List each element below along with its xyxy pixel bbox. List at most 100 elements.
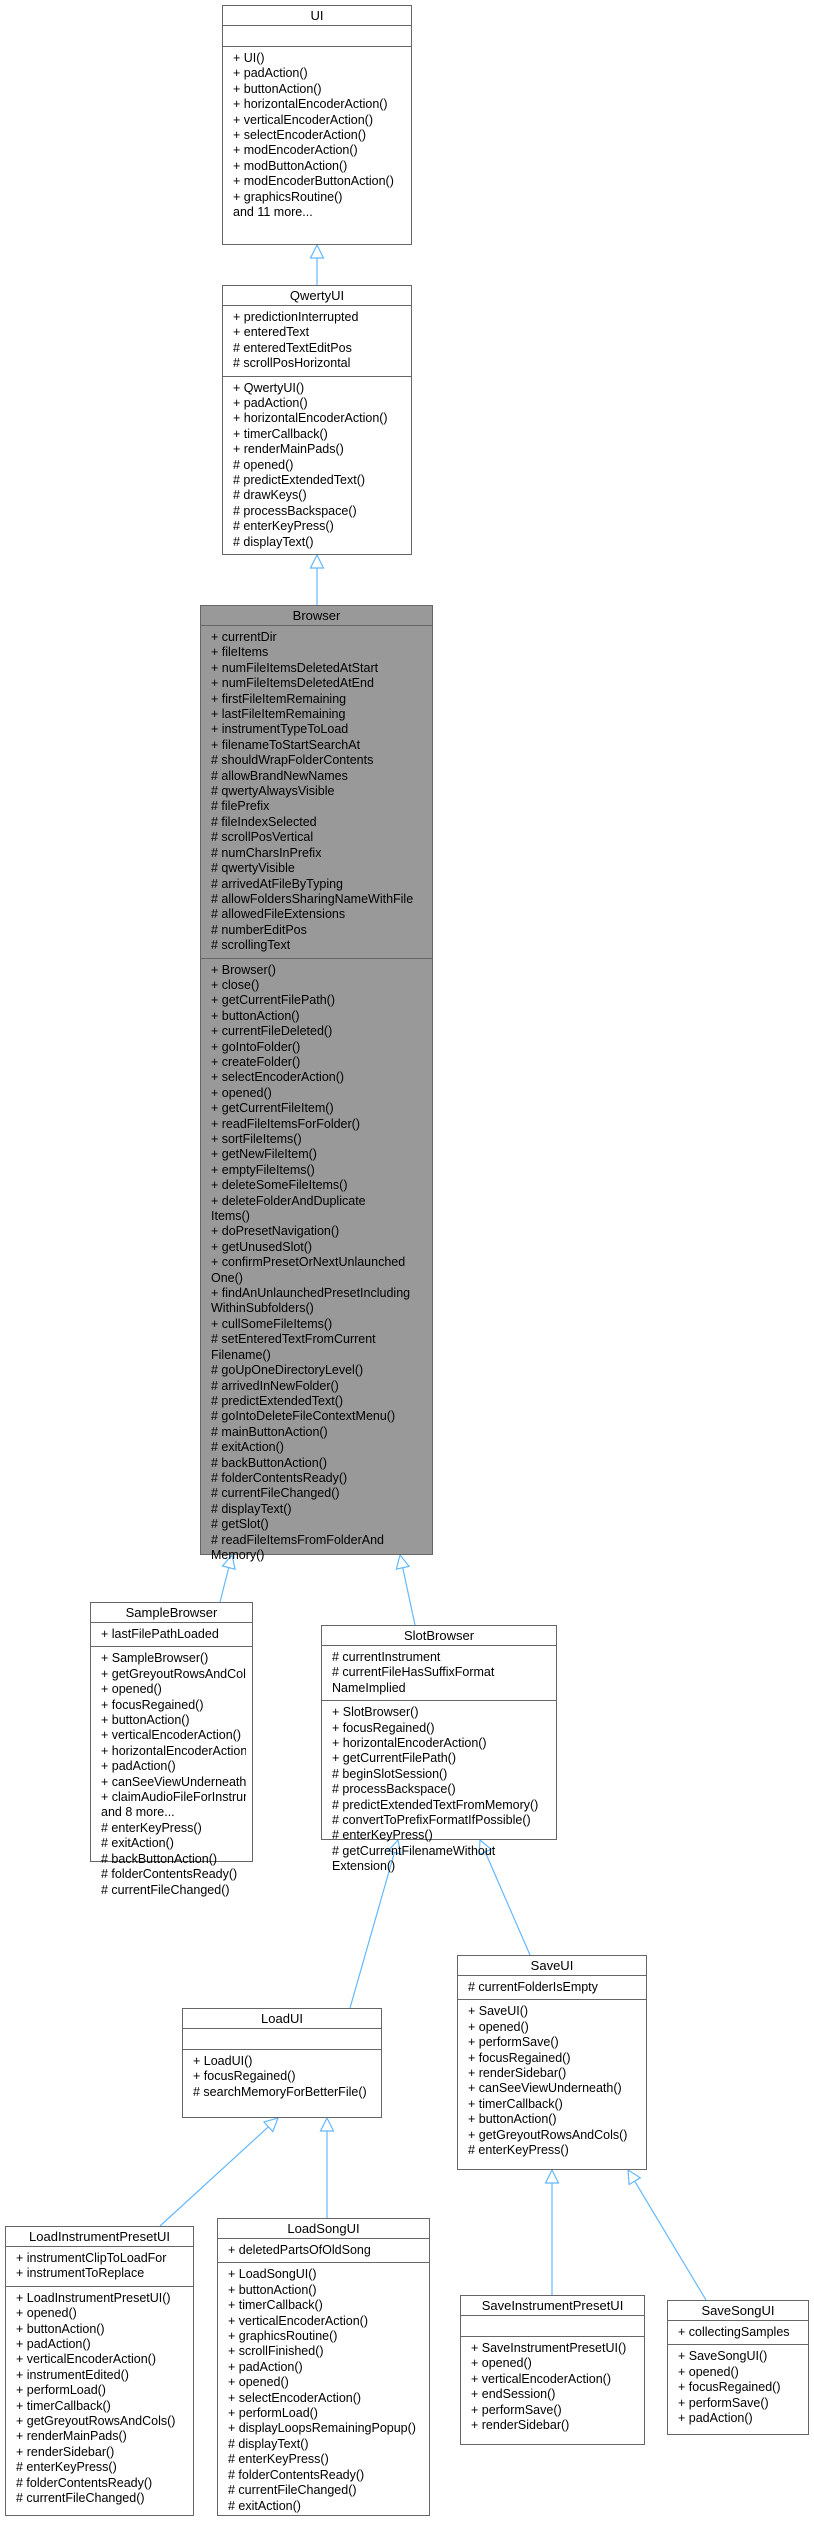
attribute: # scrollPosVertical: [211, 830, 314, 845]
attribute: + predictionInterrupted: [233, 310, 359, 324]
attribute: + enteredText: [233, 325, 310, 340]
operation: + displayLoopsRemainingPopup(): [228, 2421, 416, 2436]
class-box-load-song-ui[interactable]: LoadSongUI+ deletedPartsOfOldSong+ LoadS…: [217, 2218, 430, 2516]
attributes-section: # currentInstrument# currentFileHasSuffi…: [322, 1646, 556, 1700]
class-box-save-instrument-preset-ui[interactable]: SaveInstrumentPresetUI+ SaveInstrumentPr…: [460, 2295, 645, 2445]
operation: + padAction(): [101, 1759, 176, 1774]
attribute: + fileItems: [211, 645, 269, 660]
operation: + goIntoFolder(): [211, 1039, 301, 1054]
operation: + claimAudioFileForInstrument(): [101, 1790, 246, 1805]
inheritance-edge-load-ui-to-slot-browser: [349, 1852, 396, 2009]
operation: # arrivedInNewFolder(): [211, 1378, 339, 1393]
operation: # enterKeyPress(): [233, 519, 334, 534]
operation: + SlotBrowser(): [332, 1705, 419, 1720]
class-box-qwerty-ui[interactable]: QwertyUI+ predictionInterrupted+ entered…: [222, 285, 412, 555]
operation: + SaveInstrumentPresetUI(): [471, 2341, 627, 2355]
class-box-load-instrument-preset-ui[interactable]: LoadInstrumentPresetUI+ instrumentClipTo…: [5, 2226, 194, 2516]
class-box-save-ui[interactable]: SaveUI# currentFolderIsEmpty+ SaveUI()+ …: [457, 1955, 647, 2170]
inheritance-edge-sample-browser-to-browser: [219, 1567, 230, 1603]
operation: + focusRegained(): [101, 1697, 204, 1712]
class-name: SaveUI: [458, 1956, 646, 1976]
class-box-save-song-ui[interactable]: SaveSongUI + collectingSamples + SaveSongU…: [667, 2300, 809, 2435]
operation: + renderMainPads(): [233, 442, 344, 457]
class-box-sample-browser[interactable]: SampleBrowser+ lastFilePathLoaded+ Sampl…: [90, 1602, 253, 1897]
operation: + padAction(): [678, 2411, 753, 2426]
operation: # predictExtendedText(): [233, 473, 366, 488]
operation: + opened(): [468, 2019, 529, 2034]
operation: + getCurrentFilePath(): [332, 1751, 457, 1766]
operation: + doPresetNavigation(): [211, 1224, 340, 1239]
operation: + SaveUI(): [468, 2004, 529, 2019]
operation: + canSeeViewUnderneath(): [101, 1774, 246, 1789]
operation: # getCurrentFilenameWithout: [332, 1843, 496, 1858]
attributes-section: + collectingSamples: [668, 2321, 808, 2344]
operation: + renderSidebar(): [471, 2418, 570, 2433]
class-name: SlotBrowser: [322, 1626, 556, 1646]
attributes-section: [183, 2029, 381, 2049]
attribute: # currentInstrument: [332, 1650, 441, 1664]
operation: + opened(): [678, 2364, 739, 2379]
operation: + instrumentEdited(): [16, 2367, 129, 2382]
operation: # currentFileChanged(): [16, 2491, 145, 2506]
operation: Memory(): [211, 1547, 265, 1562]
operation: # convertToPrefixFormatIfPossible(): [332, 1813, 531, 1828]
class-box-slot-browser[interactable]: SlotBrowser# currentInstrument# currentF…: [321, 1625, 557, 1873]
operation: + opened(): [211, 1085, 272, 1100]
class-box-ui[interactable]: UI+ UI()+ padAction()+ buttonAction()+ h…: [222, 5, 412, 245]
operation: + sortFileItems(): [211, 1132, 302, 1146]
attribute: # qwertyVisible: [211, 861, 295, 876]
operations-section: + LoadUI()+ focusRegained()# searchMemor…: [183, 2049, 381, 2104]
operation: + selectEncoderAction(): [233, 128, 367, 143]
class-name: LoadUI: [183, 2009, 381, 2029]
attribute: + collectingSamples: [678, 2325, 790, 2339]
operation: + UI(): [233, 51, 265, 65]
operation: + buttonAction(): [233, 81, 322, 96]
class-box-browser: Browser+ currentDir+ fileItems+ numFileI…: [200, 605, 433, 1562]
operation: + getUnusedSlot(): [211, 1239, 313, 1254]
attribute: # enteredTextEditPos: [233, 340, 352, 355]
operations-section: + Browser()+ close()+ getCurrentFilePath…: [201, 957, 432, 1568]
operation: # readFileItemsFromFolderAnd: [211, 1532, 384, 1547]
attributes-section: [461, 2316, 644, 2336]
operation: + horizontalEncoderAction(): [332, 1736, 487, 1751]
operation: + readFileItemsForFolder(): [211, 1116, 360, 1131]
operation: + performLoad(): [16, 2383, 106, 2398]
attribute: # allowBrandNewNames: [211, 768, 348, 783]
attribute: # allowedFileExtensions: [211, 907, 346, 922]
attribute: + filenameToStartSearchAt: [211, 737, 361, 752]
operation: + createFolder(): [211, 1054, 301, 1069]
operation: # displayText(): [211, 1501, 292, 1516]
operation: + selectEncoderAction(): [211, 1070, 345, 1085]
operation: + focusRegained(): [468, 2050, 571, 2065]
attribute: + numFileItemsDeletedAtStart: [211, 660, 379, 675]
operation: + opened(): [101, 1682, 162, 1697]
inheritance-arrowhead-icon: [395, 1553, 411, 1570]
attribute: + deletedPartsOfOldSong: [228, 2243, 371, 2257]
class-name: LoadInstrumentPresetUI: [6, 2227, 193, 2247]
attribute: # fileIndexSelected: [211, 814, 317, 829]
operation: + emptyFileItems(): [211, 1162, 315, 1177]
operation: # backButtonAction(): [101, 1851, 218, 1866]
operation: + QwertyUI(): [233, 380, 305, 395]
operation: + padAction(): [233, 66, 308, 81]
operation: # currentFileChanged(): [211, 1486, 340, 1501]
operation: # mainButtonAction(): [211, 1424, 328, 1439]
attributes-section: # currentFolderIsEmpty: [458, 1976, 646, 1999]
inheritance-edge-load-instrument-preset-ui-to-load-ui: [159, 2126, 269, 2227]
operation: + performLoad(): [228, 2406, 318, 2421]
operation: # searchMemoryForBetterFile(): [193, 2084, 367, 2099]
attributes-section: + predictionInterrupted+ enteredText# en…: [223, 306, 411, 376]
operation: + verticalEncoderAction(): [471, 2371, 611, 2386]
operation: + focusRegained(): [193, 2069, 296, 2084]
operation: + buttonAction(): [228, 2282, 317, 2297]
attribute: # filePrefix: [211, 799, 270, 814]
operation: # exitAction(): [228, 2498, 301, 2513]
class-name: SaveSongUI: [668, 2301, 808, 2321]
class-box-load-ui[interactable]: LoadUI + LoadUI()+ focusRegained()# searc…: [182, 2008, 382, 2118]
operations-section: + SaveSongUI()+ opened()+ focusRegained(…: [668, 2344, 808, 2430]
class-name: QwertyUI: [223, 286, 411, 306]
operation: + performSave(): [471, 2402, 562, 2417]
operation: + selectEncoderAction(): [228, 2390, 362, 2405]
operation: + performSave(): [678, 2395, 769, 2410]
operation: + getGreyoutRowsAndCols(): [101, 1666, 246, 1681]
